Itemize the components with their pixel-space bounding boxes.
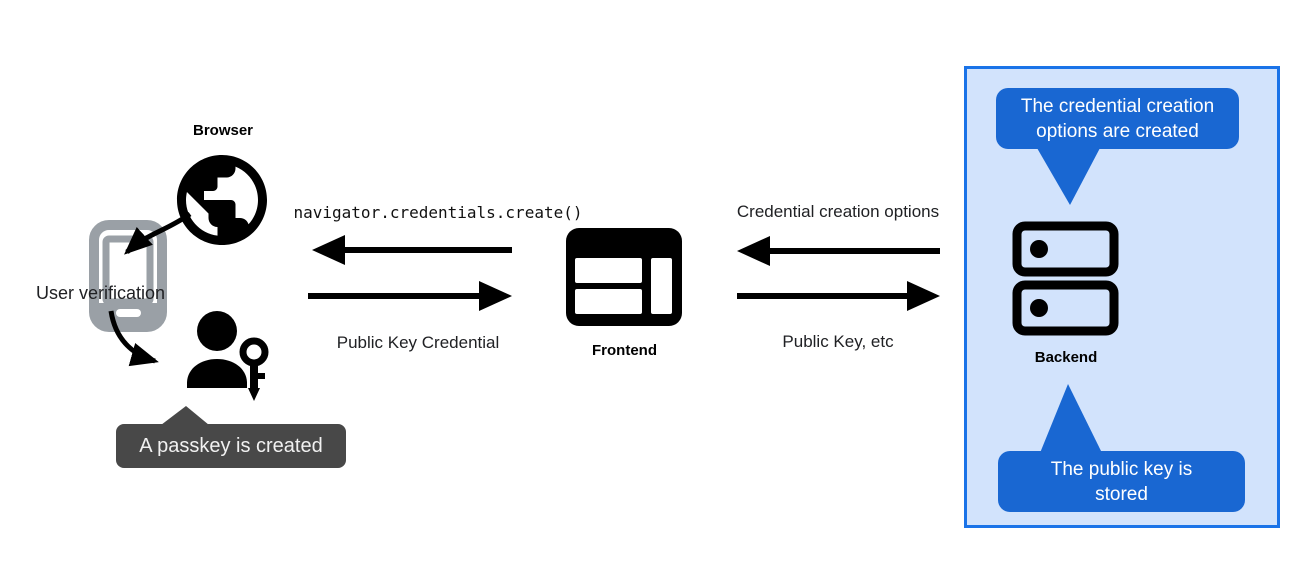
frontend-label: Frontend [592, 342, 657, 359]
arrow-public-key-to-backend [737, 281, 940, 311]
arrow-public-key-credential-to-frontend [308, 281, 512, 311]
credential-options-bubble: The credential creation options are crea… [996, 88, 1239, 149]
browser-label: Browser [192, 122, 254, 139]
bubble-line: The public key is [1050, 458, 1193, 480]
public-key-credential-label: Public Key Credential [336, 333, 500, 352]
credential-options-bubble-tail [1037, 148, 1100, 205]
bubble-line: The credential creation [1020, 95, 1215, 117]
smartphone-icon [89, 220, 167, 332]
bubble-line: stored [1095, 483, 1148, 505]
create-call-label: navigator.credentials.create() [293, 203, 583, 222]
arrow-credential-options-to-frontend [737, 236, 940, 266]
passkey-tooltip: A passkey is created [116, 424, 346, 468]
globe-icon [177, 155, 267, 245]
person-icon [187, 311, 247, 388]
user-passkey-icon [187, 311, 269, 401]
key-icon [239, 337, 269, 401]
public-key-stored-bubble-tail [1040, 384, 1102, 453]
browser-window-icon [566, 228, 682, 326]
public-key-stored-bubble: The public key is stored [998, 451, 1245, 512]
credential-creation-options-label: Credential creation options [736, 202, 940, 221]
user-verification-label: User verification [36, 283, 166, 303]
public-key-etc-label: Public Key, etc [782, 332, 894, 351]
arrow-create-to-browser [312, 235, 512, 265]
bubble-line: options are created [1036, 120, 1199, 142]
backend-label: Backend [1034, 349, 1098, 366]
server-icon [1012, 221, 1119, 336]
passkey-tooltip-pointer [161, 406, 209, 425]
